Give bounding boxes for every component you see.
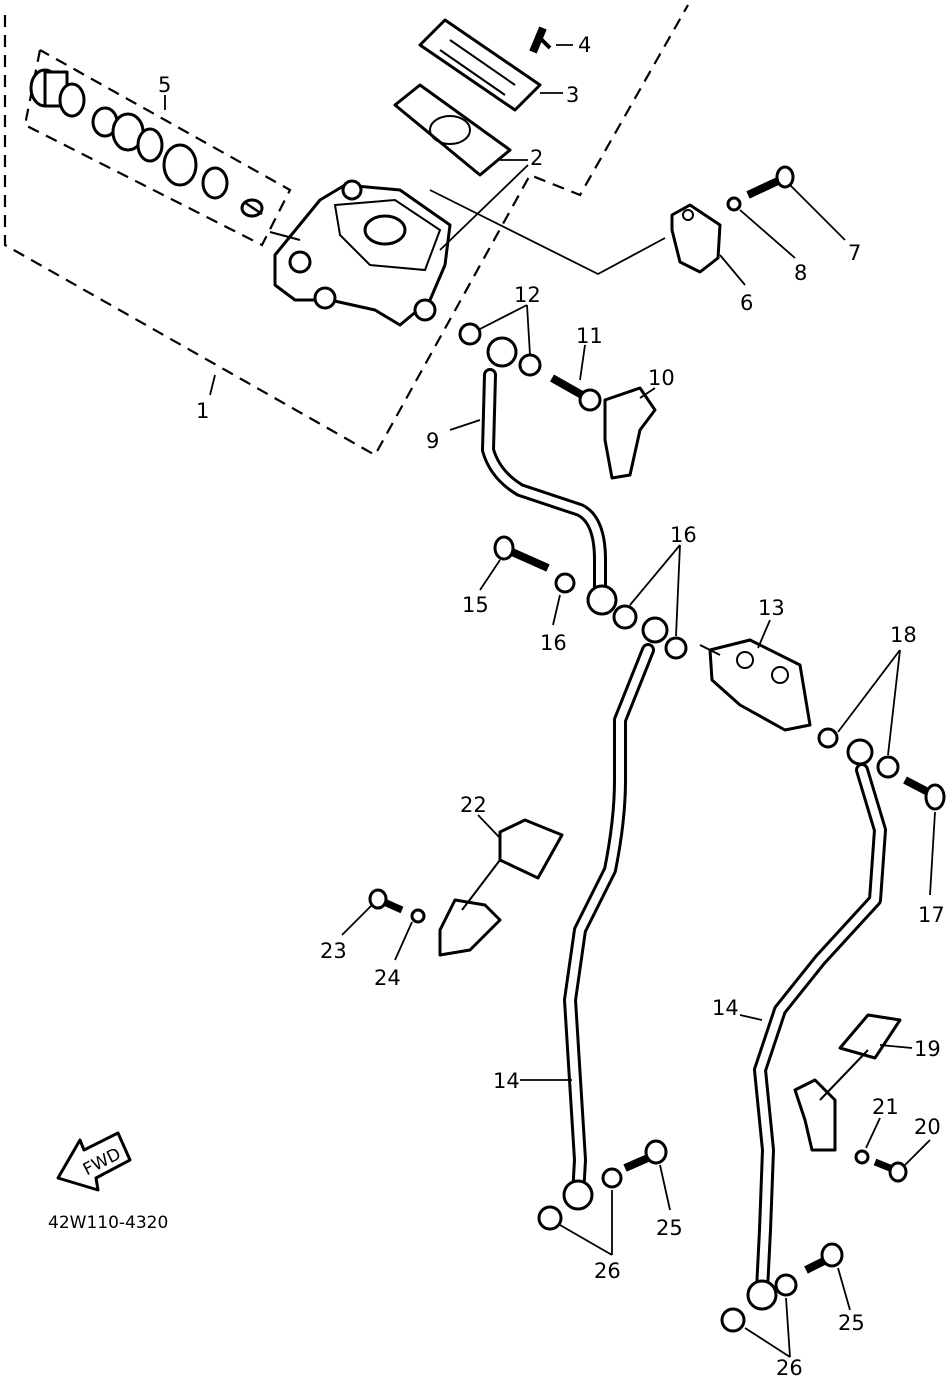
bolt-23	[368, 888, 404, 914]
brake-hose-9	[481, 336, 618, 616]
piston-kit-5	[29, 68, 264, 218]
bolt-7	[746, 165, 795, 199]
callout-25b: 25	[838, 1311, 865, 1335]
brake-hose-14-right	[746, 738, 887, 1311]
callout-7: 7	[848, 241, 861, 265]
callout-16a: 16	[540, 631, 567, 655]
diaphragm-2	[393, 83, 512, 177]
callout-20: 20	[914, 1115, 941, 1139]
callout-3: 3	[566, 83, 579, 107]
union-bolt-25-right	[804, 1242, 844, 1274]
callout-2: 2	[530, 146, 543, 170]
bracket-6	[670, 203, 722, 274]
screw-4	[529, 26, 552, 54]
callout-18: 18	[890, 623, 917, 647]
callout-21: 21	[872, 1095, 899, 1119]
callout-26a: 26	[594, 1259, 621, 1283]
washers-16	[554, 572, 688, 660]
washers-12	[458, 322, 542, 377]
union-bolt-17	[903, 776, 946, 811]
washers-18	[817, 727, 900, 779]
callout-10: 10	[648, 366, 675, 390]
washer-24	[410, 908, 426, 924]
callout-23: 23	[320, 939, 347, 963]
callout-22: 22	[460, 793, 487, 817]
brake-hose-joint-13	[699, 638, 812, 732]
union-bolt-25-left	[623, 1139, 668, 1172]
washers-26-left	[537, 1167, 623, 1231]
cover-10	[603, 386, 657, 480]
washer-8	[726, 196, 742, 212]
callout-17: 17	[918, 903, 945, 927]
callout-15: 15	[462, 593, 489, 617]
hose-guide-22	[438, 818, 564, 957]
washer-21	[854, 1149, 870, 1165]
drawing-code: 42W110-4320	[48, 1213, 168, 1233]
callout-11: 11	[576, 324, 603, 348]
piston-kit-5-outline	[23, 49, 292, 247]
assembly-1-outline	[3, 4, 689, 457]
union-bolt-15	[493, 535, 550, 572]
leader-lines	[164, 44, 936, 1358]
union-bolt-11	[550, 374, 602, 412]
callout-5: 5	[158, 73, 171, 97]
forward-direction-arrow: FWD	[56, 1131, 132, 1192]
callout-12: 12	[514, 283, 541, 307]
callout-8: 8	[794, 261, 807, 285]
brake-hose-14-left	[562, 616, 669, 1211]
callout-4: 4	[578, 33, 591, 57]
reservoir-cap-3	[418, 18, 542, 112]
callout-1: 1	[196, 399, 209, 423]
callout-labels: 1 2 3 4 5 6 7 8 9 10 11 12 13 14 14 15 1…	[158, 33, 945, 1377]
master-cylinder-body	[269, 179, 452, 327]
callout-13: 13	[758, 596, 785, 620]
callout-26b: 26	[776, 1356, 803, 1377]
bolt-20	[873, 1158, 908, 1183]
callout-14b: 14	[712, 996, 739, 1020]
callout-25a: 25	[656, 1216, 683, 1240]
callout-14a: 14	[493, 1069, 520, 1093]
callout-19: 19	[914, 1037, 941, 1061]
hose-guide-19	[793, 1013, 902, 1152]
callout-6: 6	[740, 291, 753, 315]
callout-16b: 16	[670, 523, 697, 547]
callout-9: 9	[426, 429, 439, 453]
washers-26-right	[720, 1273, 798, 1333]
callout-24: 24	[374, 966, 401, 990]
